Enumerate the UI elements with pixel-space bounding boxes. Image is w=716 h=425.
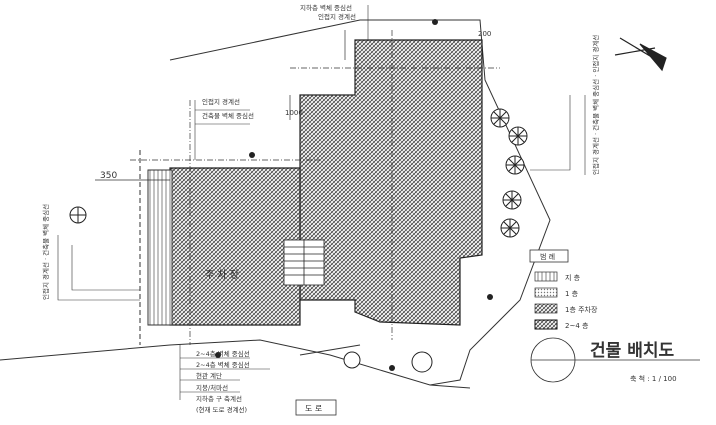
legend-swatch-4 (534, 319, 558, 330)
note-bottom-5: 지하층 구 축계선 (196, 394, 242, 403)
legend-heading: 범 례 (540, 252, 555, 261)
building-basement-strip (147, 169, 173, 326)
legend-label-1: 지 층 (565, 273, 581, 282)
note-top-left-2: 건축물 벽체 중심선 (202, 111, 254, 120)
tree-icon (505, 155, 525, 175)
tree-icon (411, 351, 433, 373)
tree-icon (500, 218, 520, 238)
note-left-column: 인접지 경계선 · 건축물 벽체 중심선 (41, 204, 50, 300)
building-label: 주 차 장 (205, 269, 239, 281)
survey-markers (215, 19, 493, 371)
note-bottom-2: 2~4층 벽체 중심선 (196, 360, 250, 369)
note-bottom-6: (현재 도로 경계선) (196, 405, 247, 414)
note-right-column: 인접지 경계선 · 건축물 벽체 중심선 · 인접지 경계선 (591, 35, 600, 175)
note-top-center-1: 지하층 벽체 중심선 (300, 3, 352, 12)
tree-icon (69, 206, 87, 224)
legend-label-4: 2~4 층 (565, 321, 589, 330)
drawing-title: 건물 배치도 (590, 341, 674, 361)
road-label-box (295, 399, 337, 416)
legend-label-3: 1층 주차장 (565, 305, 598, 314)
legend-swatch-3 (534, 303, 558, 314)
legend-label-2: 1 층 (565, 289, 579, 298)
note-bottom-1: 2~4층 벽체 중심선 (196, 349, 250, 358)
road-label: 도 로 (305, 404, 322, 413)
leader-lines (57, 5, 586, 400)
wall-center-lines (130, 30, 500, 345)
note-top-left-1: 인접지 경계선 (202, 97, 240, 106)
legend-swatch-2 (534, 287, 558, 298)
building-1-floor (169, 167, 301, 326)
north-arrow-icon (614, 37, 667, 72)
dimension-mid: 1000 (285, 109, 303, 117)
note-bottom-4: 지붕/처마선 (196, 383, 228, 392)
dimension-left: 350 (100, 171, 117, 181)
note-bottom-3: 현관 계단 (196, 371, 222, 380)
tree-icon (490, 108, 510, 128)
legend: 범 례 지 층 1 층 1층 주차장 2~4 층 (529, 249, 598, 330)
trees (69, 108, 528, 373)
tree-icon (343, 351, 361, 369)
legend-swatch-1 (534, 271, 558, 282)
note-top-center-2: 인접지 경계선 (318, 12, 356, 21)
tree-icon (502, 190, 522, 210)
dimension-lines (95, 30, 346, 181)
tree-icon (508, 126, 528, 146)
title-block: 건물 배치도 축 척 : 1 / 100 (530, 337, 700, 383)
dimension-top: 200 (478, 30, 491, 38)
stair (283, 239, 325, 286)
property-boundary (0, 19, 551, 389)
building-2-4-floor (299, 39, 483, 326)
drawing-scale: 축 척 : 1 / 100 (630, 374, 677, 383)
